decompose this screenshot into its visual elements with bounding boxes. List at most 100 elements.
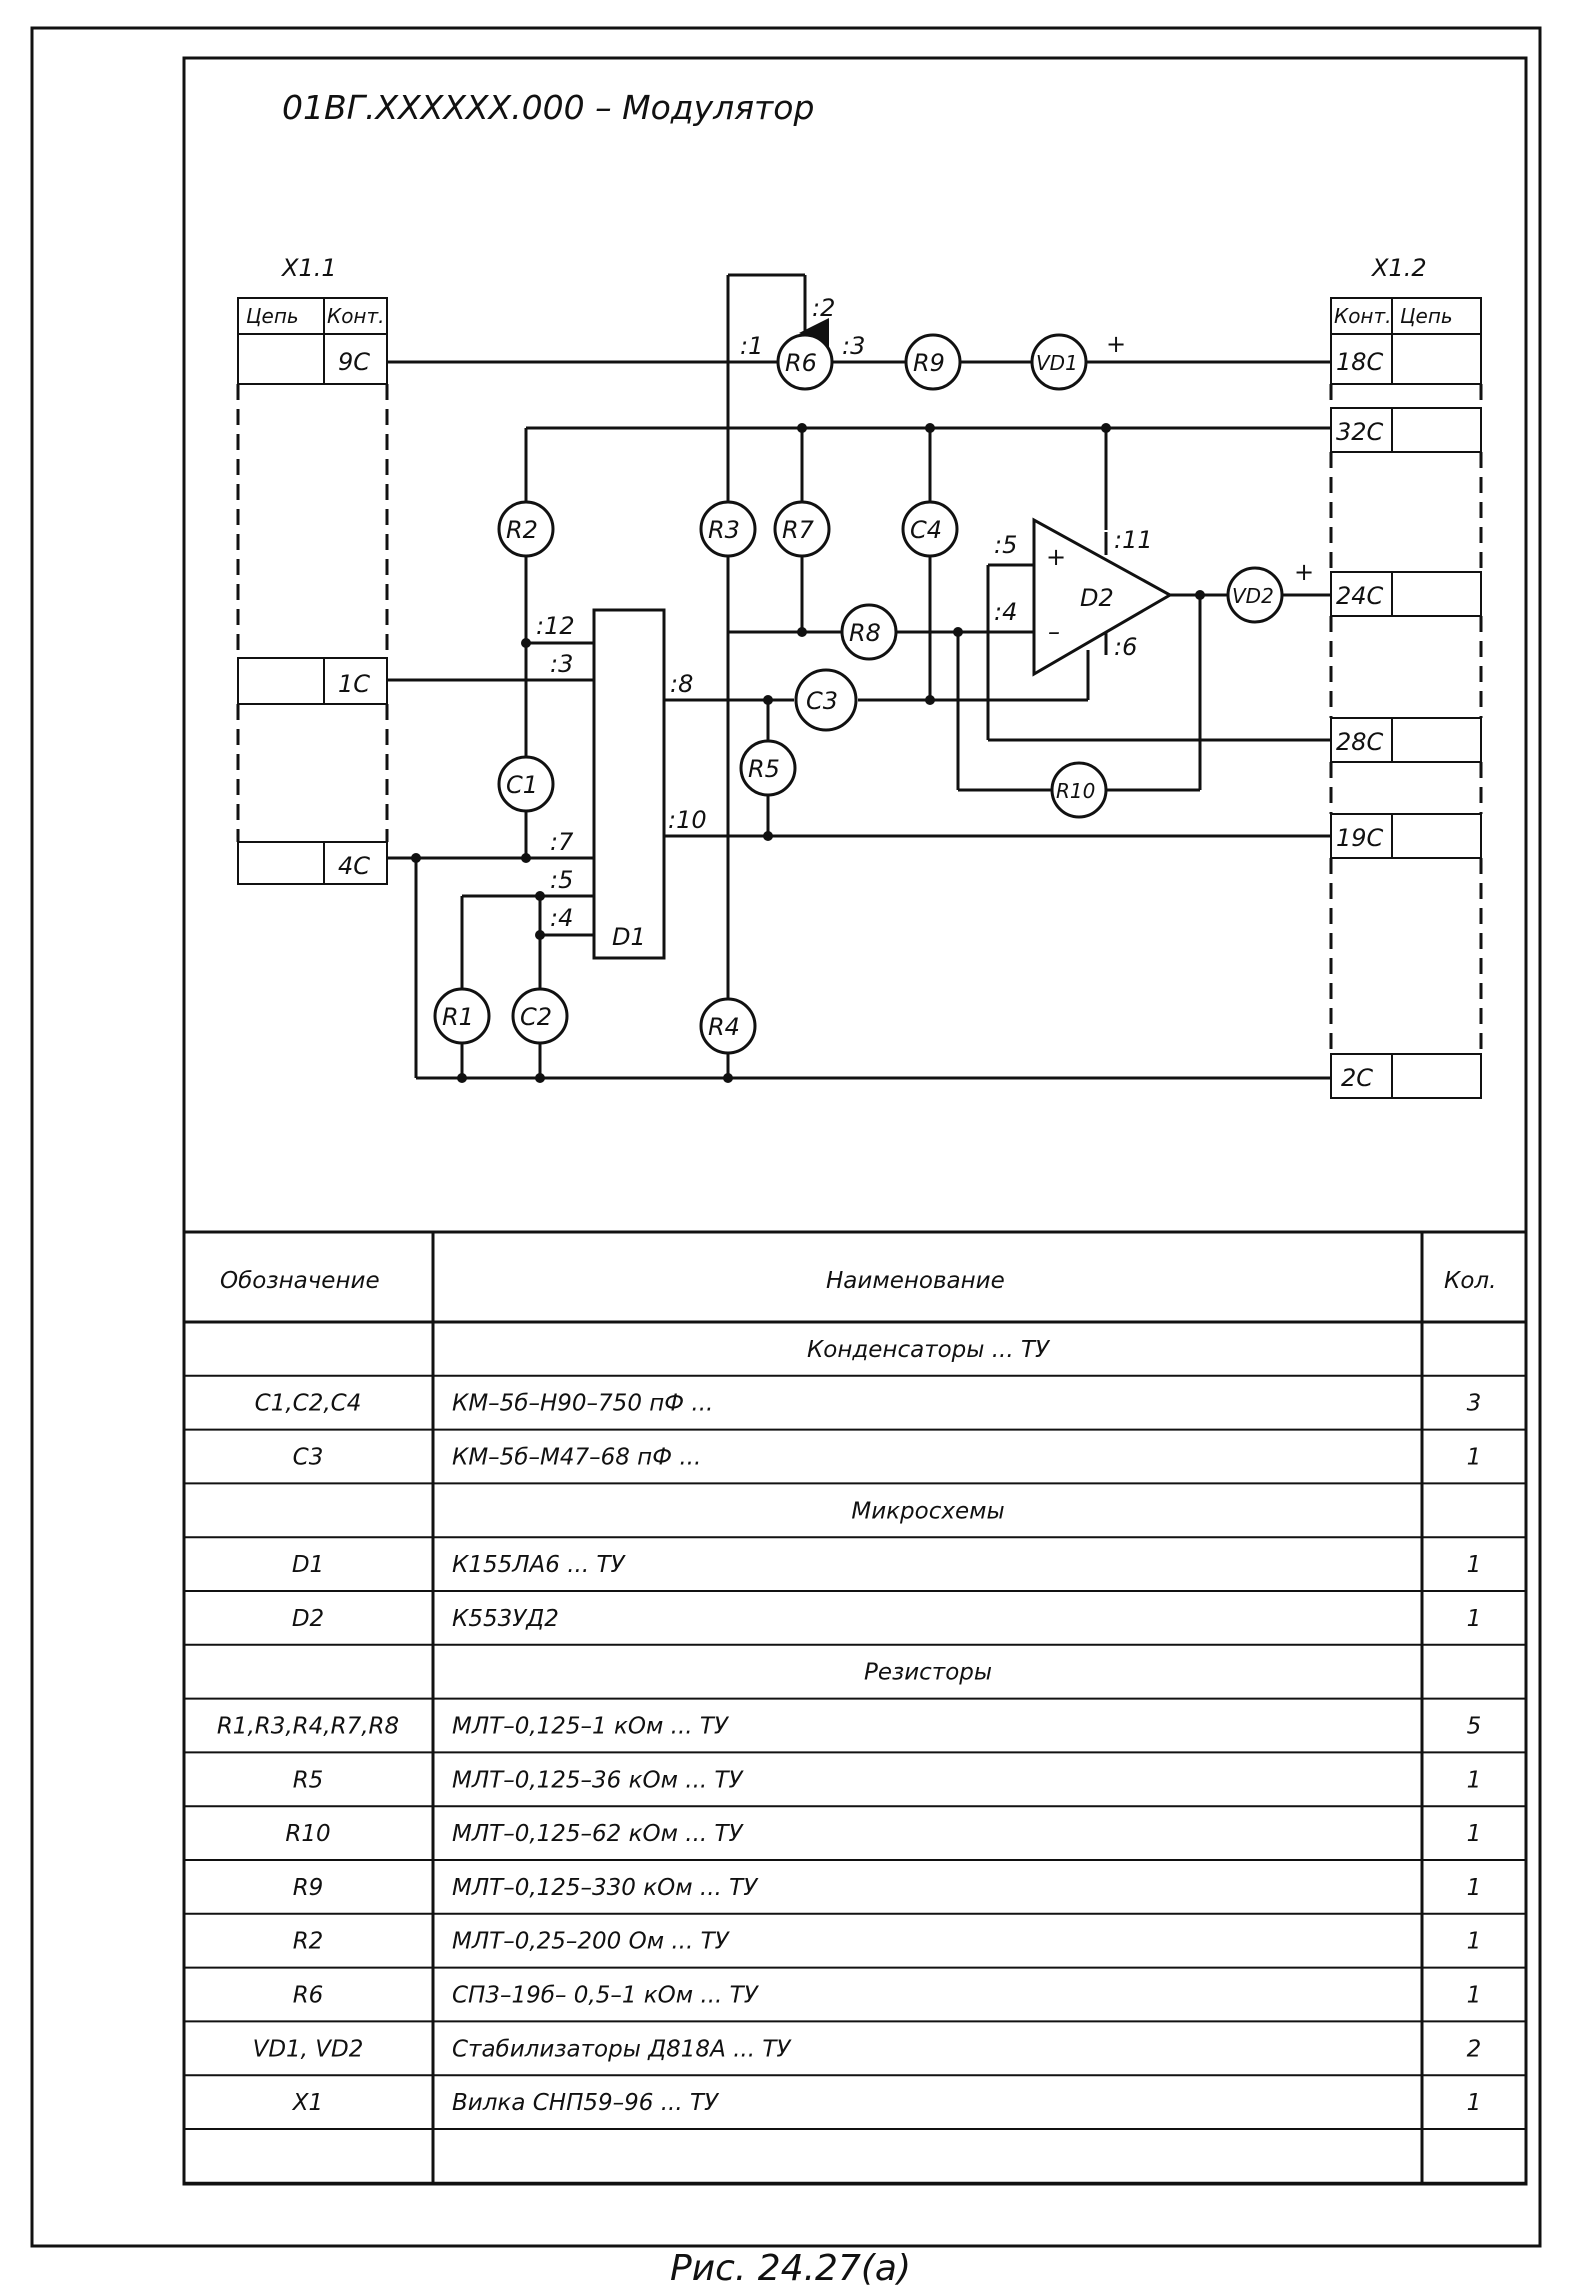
bom-cell-qty: 1 bbox=[1467, 2090, 1482, 2116]
svg-text::6: :6 bbox=[1114, 633, 1137, 661]
capacitor-c2: C2 bbox=[511, 987, 569, 1045]
diode-vd1: VD1 bbox=[1030, 333, 1088, 391]
svg-text:+: + bbox=[1106, 330, 1126, 358]
contact-19c: 19C bbox=[1336, 824, 1384, 852]
svg-text::11: :11 bbox=[1114, 526, 1153, 554]
bom-cell-designation: R9 bbox=[293, 1875, 324, 1901]
bom-cell-qty: 1 bbox=[1467, 1821, 1482, 1847]
bom-cell-qty: 1 bbox=[1467, 1875, 1482, 1901]
svg-text::8: :8 bbox=[670, 670, 693, 698]
bom-cell-qty: 1 bbox=[1467, 1983, 1482, 2009]
bom-cell-qty: 1 bbox=[1467, 1929, 1482, 1955]
resistor-r10: R10 bbox=[1050, 761, 1108, 819]
svg-text::2: :2 bbox=[812, 294, 835, 322]
svg-text:C1: C1 bbox=[506, 771, 538, 799]
svg-text::10: :10 bbox=[668, 806, 707, 834]
svg-text:C3: C3 bbox=[806, 687, 838, 715]
drawing-frame bbox=[182, 56, 1528, 2186]
connector-left-col-circuit: Цепь bbox=[246, 304, 299, 328]
bom-header-name: Наименование bbox=[826, 1268, 1005, 1294]
svg-text:R6: R6 bbox=[785, 349, 817, 377]
svg-text:R7: R7 bbox=[782, 516, 815, 544]
bom-cell-name: МЛТ–0,25–200 Ом ... ТУ bbox=[452, 1929, 731, 1955]
svg-text::4: :4 bbox=[550, 904, 573, 932]
resistor-r7: R7 bbox=[773, 500, 831, 558]
svg-text:R4: R4 bbox=[708, 1013, 740, 1041]
svg-text:+: + bbox=[1294, 558, 1314, 586]
resistor-r5: R5 bbox=[739, 739, 797, 797]
contact-2c: 2C bbox=[1341, 1064, 1373, 1092]
bom-cell-name: КМ–5б–Н90–750 пФ ... bbox=[452, 1391, 713, 1417]
bom-cell-qty: 1 bbox=[1467, 1445, 1482, 1471]
svg-text::3: :3 bbox=[550, 650, 573, 678]
svg-text:C4: C4 bbox=[910, 516, 942, 544]
bom-cell-designation: D1 bbox=[292, 1552, 324, 1578]
resistor-r9: R9 bbox=[904, 333, 962, 391]
bom-section-title: Резисторы bbox=[864, 1660, 992, 1686]
wires bbox=[387, 273, 1331, 1080]
bom-cell-name: Стабилизаторы Д818А ... ТУ bbox=[452, 2036, 792, 2062]
bom-cell-name: СП3–19б– 0,5–1 кОм ... ТУ bbox=[452, 1983, 760, 2009]
ic-d1-label: D1 bbox=[612, 923, 646, 951]
svg-text:R5: R5 bbox=[748, 755, 780, 783]
outer-border bbox=[30, 26, 1542, 2248]
bom-cell-qty: 1 bbox=[1467, 1767, 1482, 1793]
contact-32c: 32C bbox=[1336, 418, 1384, 446]
diode-vd2: VD2 bbox=[1226, 566, 1284, 624]
contact-4c: 4C bbox=[338, 852, 370, 880]
bom-cell-designation: R6 bbox=[293, 1983, 324, 2009]
opamp-d2-label: D2 bbox=[1080, 584, 1114, 612]
connector-left-name: X1.1 bbox=[280, 254, 337, 282]
resistor-r4: R4 bbox=[699, 997, 757, 1055]
resistor-r6: R6 bbox=[776, 333, 834, 391]
svg-text:R3: R3 bbox=[708, 516, 740, 544]
capacitor-c3: C3 bbox=[794, 668, 858, 732]
bom-section-title: Микросхемы bbox=[851, 1498, 1004, 1524]
bom-cell-qty: 3 bbox=[1467, 1391, 1482, 1417]
bom-cell-qty: 1 bbox=[1467, 1606, 1482, 1632]
bom-cell-name: МЛТ–0,125–62 кОм ... ТУ bbox=[452, 1821, 745, 1847]
bom-header-qty: Кол. bbox=[1444, 1268, 1496, 1294]
connector-x1-2: X1.2 Конт. Цепь 18C 32C 24C 28C 19C 2C bbox=[1329, 254, 1483, 1099]
svg-text:VD1: VD1 bbox=[1036, 351, 1078, 375]
bom-cell-designation: X1 bbox=[292, 2090, 323, 2116]
bom-cell-designation: С1,С2,С4 bbox=[255, 1391, 362, 1417]
bom-cell-designation: R10 bbox=[285, 1821, 330, 1847]
contact-28c: 28C bbox=[1336, 728, 1384, 756]
bom-cell-name: Вилка СНП59–96 ... ТУ bbox=[452, 2090, 720, 2116]
bom-cell-qty: 1 bbox=[1467, 1552, 1482, 1578]
svg-text:R1: R1 bbox=[442, 1003, 474, 1031]
resistor-r3: R3 bbox=[699, 500, 757, 558]
svg-text:VD2: VD2 bbox=[1232, 584, 1274, 608]
svg-text::3: :3 bbox=[842, 332, 865, 360]
svg-text:R8: R8 bbox=[849, 619, 881, 647]
connector-right-col-contact: Конт. bbox=[1334, 304, 1392, 328]
resistor-r1: R1 bbox=[433, 987, 491, 1045]
svg-text::1: :1 bbox=[740, 332, 763, 360]
svg-text:R2: R2 bbox=[506, 516, 538, 544]
bom-cell-designation: VD1, VD2 bbox=[253, 2036, 364, 2062]
connector-right-col-circuit: Цепь bbox=[1400, 304, 1453, 328]
bom-cell-designation: С3 bbox=[293, 1445, 324, 1471]
bom-cell-qty: 2 bbox=[1467, 2036, 1482, 2062]
bom-cell-name: КМ–5б–М47–68 пФ ... bbox=[452, 1445, 701, 1471]
bom-cell-name: МЛТ–0,125–36 кОм ... ТУ bbox=[452, 1767, 745, 1793]
svg-text::12: :12 bbox=[536, 612, 575, 640]
contact-9c: 9C bbox=[338, 348, 370, 376]
svg-text::7: :7 bbox=[550, 828, 574, 856]
components: R6 R9 VD1 R2 R3 R7 C4 R8 C3 R5 C1 R10 VD… bbox=[433, 333, 1284, 1055]
junctions bbox=[411, 423, 1205, 1083]
svg-text:R9: R9 bbox=[913, 349, 945, 377]
pin-labels: :1 :2 :3 + :12 :3 :8 :10 :7 :5 :4 :5 :4 … bbox=[536, 294, 1314, 932]
opamp-plus: + bbox=[1046, 543, 1066, 571]
drawing-title: 01ВГ.XXXXXX.000 – Модулятор bbox=[282, 88, 814, 127]
contact-1c: 1C bbox=[338, 670, 370, 698]
svg-text::4: :4 bbox=[994, 598, 1017, 626]
connector-right-name: X1.2 bbox=[1370, 254, 1427, 282]
bom-table: Обозначение Наименование Кол. Конденсато… bbox=[184, 1232, 1526, 2184]
bom-section-title: Конденсаторы ... ТУ bbox=[807, 1337, 1051, 1363]
ic-d1: D1 bbox=[592, 608, 666, 960]
opamp-d2: + – D2 bbox=[1032, 517, 1174, 677]
resistor-r2: R2 bbox=[497, 500, 555, 558]
bom-cell-designation: R2 bbox=[293, 1929, 324, 1955]
